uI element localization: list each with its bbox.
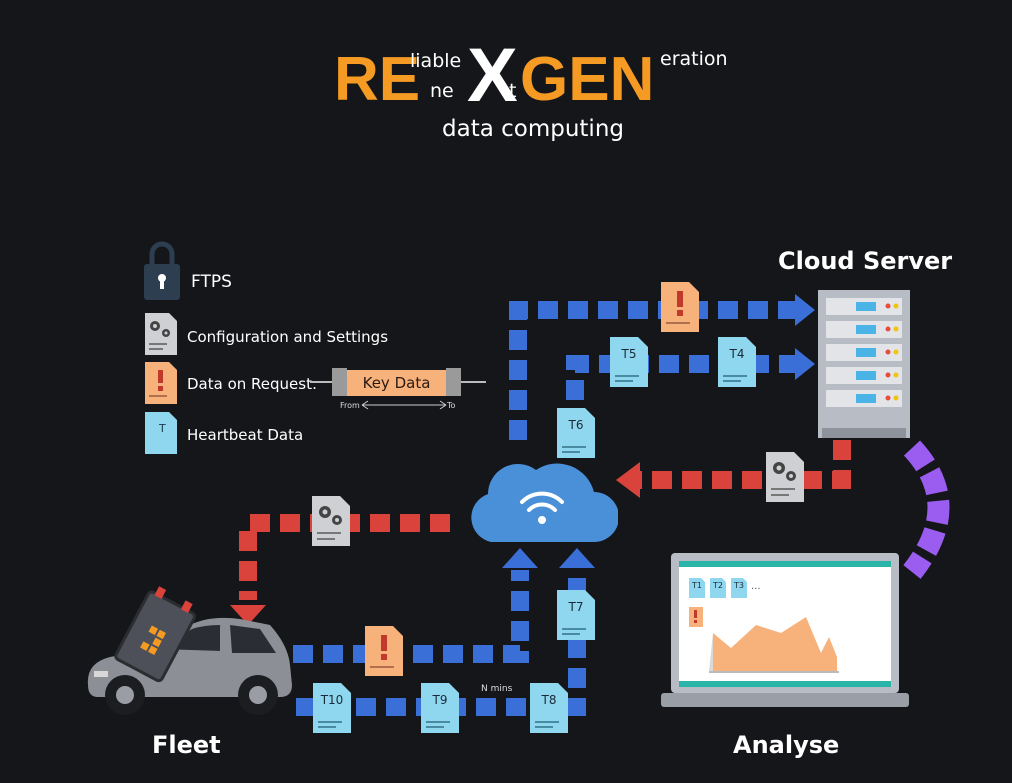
arrow-to-cloud: [616, 462, 640, 498]
red-path-server-to-cloud: [640, 440, 851, 489]
logo-gen: GEN: [520, 45, 655, 114]
logo-subtitle: data computing: [442, 116, 625, 142]
arrow-heartbeat-to-cloud: [559, 548, 595, 568]
heartbeat-doc-t7: T7: [557, 590, 595, 640]
t8-label: T8: [541, 693, 557, 707]
heartbeat-doc-t6: T6: [557, 408, 595, 458]
logo-x: X: [467, 33, 518, 118]
t5-label: T5: [621, 347, 637, 361]
config-doc-server: [766, 452, 804, 502]
config-doc-fleet: [312, 496, 350, 546]
blue-path-heartbeat-to-server: [566, 355, 795, 430]
laptop-t1-label: T1: [692, 581, 702, 590]
purple-path-server-to-analyse: [903, 440, 950, 579]
t6-label: T6: [568, 418, 584, 432]
laptop-t3-label: T3: [734, 581, 744, 590]
t7-label: T7: [568, 600, 584, 614]
wifi-icon: [520, 491, 564, 512]
laptop-icon: [661, 553, 909, 707]
cloud-icon: [471, 463, 618, 542]
cloud-server-label: Cloud Server: [778, 247, 953, 275]
heartbeat-doc-t10: T10: [313, 683, 351, 733]
arrow-request-to-cloud: [502, 548, 538, 568]
legend-heartbeat: Heartbeat Data: [187, 426, 304, 444]
laptop-doc-t3: T3: [731, 578, 747, 598]
blue-path-fleet-request-to-cloud: [293, 570, 529, 663]
heartbeat-doc-t4: T4: [718, 337, 756, 387]
legend-config: Configuration and Settings: [187, 328, 389, 346]
laptop-doc-t2: T2: [710, 578, 726, 598]
legend-data-on-request: Data on Request:: [187, 375, 318, 393]
lock-icon: [144, 241, 180, 300]
from-label: From: [340, 401, 360, 410]
arrow-to-server-mid: [795, 348, 815, 380]
analyse-label: Analyse: [733, 731, 840, 759]
logo-eration: eration: [660, 48, 728, 70]
arrow-to-server-top: [795, 294, 815, 326]
heartbeat-doc-t8: T8: [530, 683, 568, 733]
fleet-label: Fleet: [152, 731, 221, 759]
logo-t: t: [509, 80, 517, 102]
logo-ne: ne: [430, 80, 454, 102]
key-data-label: Key Data: [347, 370, 446, 396]
red-path-cloud-to-fleet: [239, 514, 450, 600]
blue-path-request-to-server: [509, 301, 795, 440]
request-doc-fleet: [365, 626, 403, 676]
t9-label: T9: [432, 693, 448, 707]
n-mins-label: N mins: [481, 684, 513, 694]
laptop-dots: ...: [751, 581, 761, 592]
to-label: To: [447, 401, 456, 410]
laptop-t2-label: T2: [713, 581, 723, 590]
heartbeat-doc-t5: T5: [610, 337, 648, 387]
laptop-doc-t1: T1: [689, 578, 705, 598]
heartbeat-doc-t9: T9: [421, 683, 459, 733]
config-doc-icon: [145, 313, 177, 355]
car-icon: [87, 617, 292, 715]
heartbeat-doc-letter: T: [158, 422, 166, 435]
request-doc-icon: [145, 362, 177, 404]
legend-ftps: FTPS: [191, 272, 232, 292]
arrow-to-fleet: [230, 605, 266, 625]
t10-label: T10: [320, 693, 344, 707]
server-rack-icon: [818, 290, 910, 438]
request-doc-top: [661, 282, 699, 332]
t4-label: T4: [729, 347, 745, 361]
logo-re: RE: [334, 45, 421, 114]
telematics-device-icon: [114, 586, 197, 683]
logo-liable: liable: [410, 50, 462, 72]
heartbeat-doc-icon: T: [145, 412, 177, 454]
